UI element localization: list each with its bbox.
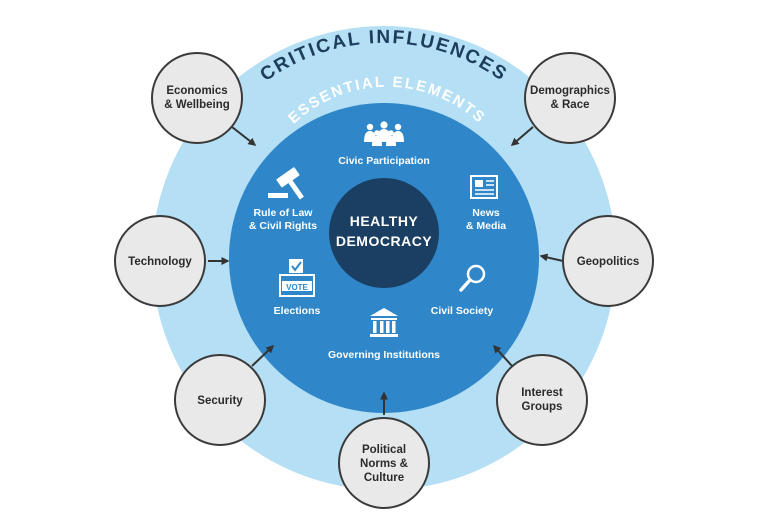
arrow-economics	[231, 126, 257, 146]
element-rule-line1: Rule of Law	[254, 207, 314, 219]
influence-political-line2: Norms &	[360, 458, 408, 470]
influence-geopolitics: Geopolitics	[562, 215, 654, 307]
element-news-line2: & Media	[466, 220, 506, 232]
influence-geopolitics-label: Geopolitics	[577, 256, 640, 268]
influence-technology-label: Technology	[128, 256, 192, 268]
influence-economics-line2: & Wellbeing	[164, 99, 230, 111]
element-civil-society: Civil Society	[431, 305, 494, 317]
healthy-democracy-circle	[329, 178, 439, 288]
ballot-box-icon	[279, 259, 315, 297]
newspaper-icon	[470, 175, 498, 199]
influence-political-line1: Political	[362, 444, 406, 456]
element-rule-line2: & Civil Rights	[249, 220, 317, 232]
influence-political-line3: Culture	[364, 472, 404, 484]
influence-political-norms: Political Norms & Culture	[338, 417, 430, 509]
magnifier-icon	[459, 264, 486, 292]
influence-demographics-line1: Demographics	[530, 85, 610, 97]
element-elections: Elections	[274, 305, 321, 317]
arrow-security	[251, 344, 275, 367]
vote-label: VOTE	[286, 283, 308, 292]
element-news-line1: News	[472, 207, 500, 219]
influence-economics: Economics & Wellbeing	[151, 52, 243, 144]
influence-security-label: Security	[197, 395, 243, 407]
influence-demographics-line2: & Race	[551, 99, 590, 111]
people-icon	[364, 121, 404, 146]
influence-interest-groups: Interest Groups	[496, 354, 588, 446]
influence-technology: Technology	[114, 215, 206, 307]
center-title-line2: DEMOCRACY	[336, 233, 432, 249]
center-title-line1: HEALTHY	[350, 213, 419, 229]
gavel-icon	[268, 167, 304, 200]
influence-interest-line2: Groups	[522, 401, 563, 413]
influence-demographics: Demographics & Race	[524, 52, 616, 144]
influence-interest-line1: Interest	[521, 387, 563, 399]
arrow-demographics	[510, 126, 534, 146]
influence-security: Security	[174, 354, 266, 446]
arrow-geopolitics	[539, 253, 564, 262]
arrow-interest-groups	[492, 344, 513, 367]
building-icon	[370, 308, 398, 337]
element-governing-institutions: Governing Institutions	[328, 349, 440, 361]
influence-arrows	[208, 126, 564, 415]
influence-economics-line1: Economics	[166, 85, 227, 97]
element-civic-participation: Civic Participation	[338, 155, 430, 167]
